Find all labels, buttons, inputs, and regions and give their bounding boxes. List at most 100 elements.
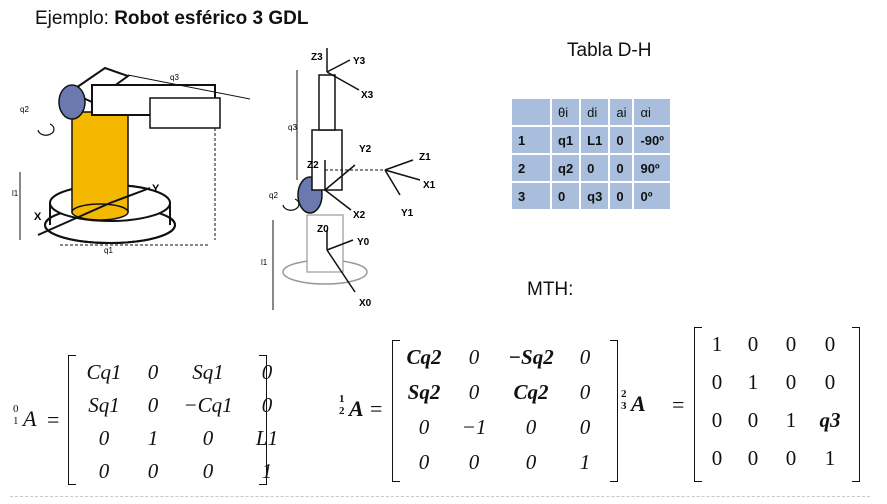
matrix-cell: 0	[418, 450, 430, 474]
matrix-cell: 0	[785, 446, 797, 470]
l1-dim-label: l1	[261, 258, 268, 267]
matrix-cell: 0	[468, 450, 480, 474]
y2-label: Y2	[359, 144, 372, 155]
z3-label: Z3	[311, 52, 323, 63]
matrix-sub: 2	[339, 405, 345, 417]
matrix-label: 2 3 A	[621, 388, 646, 417]
matrix-cell: 0	[711, 446, 723, 470]
matrix-cell: Cq1	[86, 360, 122, 384]
matrix-cell: 0	[747, 332, 759, 356]
x2-label: X2	[353, 210, 366, 221]
matrix-symbol: A	[23, 406, 37, 431]
matrix-sub: 3	[621, 400, 627, 412]
matrix-cell: 0	[785, 332, 797, 356]
matrix-symbol: A	[631, 391, 646, 416]
matrix-label: 0 1 A	[13, 403, 37, 432]
matrix-cell: 1	[711, 332, 723, 356]
matrix-cell: 1	[824, 446, 836, 470]
matrix-cell: q3	[819, 408, 841, 432]
table-cell: 3	[512, 183, 550, 209]
page-title: Ejemplo: Robot esférico 3 GDL	[35, 8, 308, 30]
table-cell: 0	[610, 127, 633, 153]
matrix-cell: Sq1	[88, 393, 120, 417]
matrix-cell: 1	[261, 459, 273, 483]
x3-label: X3	[361, 90, 374, 101]
matrix-symbol: A	[349, 396, 364, 421]
matrix-cell: 1	[747, 370, 759, 394]
y-axis-label: Y	[152, 183, 160, 195]
dh-table: θi di ai αi 1 q1 L1 0 -90º 2 q2 0 0 90º …	[510, 97, 672, 211]
matrix-cell: 1	[579, 450, 591, 474]
matrix-cell: Sq1	[192, 360, 224, 384]
table-row: 1 q1 L1 0 -90º	[512, 127, 671, 153]
z2-label: Z2	[307, 160, 319, 171]
matrix-cell: 0	[711, 370, 723, 394]
divider	[10, 496, 870, 497]
matrix-cell: 0	[468, 380, 480, 404]
header-cell: θi	[552, 99, 580, 125]
matrix-cell: −Cq1	[183, 393, 233, 417]
matrix-cell: 0	[418, 415, 430, 439]
matrix-cell: 0	[261, 393, 273, 417]
spherical-robot-illustration: Y X l1 q3 q1 q2	[12, 66, 250, 255]
table-cell: 90º	[634, 155, 671, 181]
matrix-cell: 0	[147, 360, 159, 384]
matrix-cell: 0	[525, 450, 537, 474]
matrix-cell: −Sq2	[508, 345, 554, 369]
table-cell: q3	[581, 183, 609, 209]
y3-label: Y3	[353, 56, 366, 67]
table-cell: q1	[552, 127, 580, 153]
matrix-cell: Cq2	[406, 345, 442, 369]
matrix-cell: 0	[579, 415, 591, 439]
x-axis-label: X	[34, 211, 42, 223]
matrix-cell: 0	[711, 408, 723, 432]
matrix-cell: 0	[202, 459, 214, 483]
matrix-cell: 1	[147, 426, 159, 450]
q1-label: q1	[104, 246, 113, 255]
header-cell: di	[581, 99, 609, 125]
table-cell: 1	[512, 127, 550, 153]
matrix-cell: 0	[747, 408, 759, 432]
matrix-cell: 1	[785, 408, 797, 432]
matrix-cell: Sq2	[407, 380, 441, 404]
header-cell: αi	[634, 99, 671, 125]
mth-label: MTH:	[527, 279, 574, 300]
matrix-cell: 0	[98, 426, 110, 450]
q2-dim-label: q2	[269, 191, 278, 200]
table-cell: L1	[581, 127, 609, 153]
robot-frames-diagram: Z3 Y3 X3 Z2 Y2 X2 Z1 X1 Y1 Z0 Y0 X0 q3 l…	[261, 48, 436, 310]
matrix-cell: 0	[824, 332, 836, 356]
x1-label: X1	[423, 180, 436, 191]
matrix-cell: 0	[579, 345, 591, 369]
title-prefix: Ejemplo:	[35, 8, 109, 29]
matrix-cell: 0	[147, 393, 159, 417]
matrix-cell: 0	[98, 459, 110, 483]
header-cell: ai	[610, 99, 633, 125]
matrix-cell: 0	[785, 370, 797, 394]
matrix-sub: 1	[13, 415, 19, 427]
table-header-row: θi di ai αi	[512, 99, 671, 125]
matrix-sup: 2	[621, 388, 627, 400]
matrix-cell: 0	[261, 360, 273, 384]
z1-label: Z1	[419, 152, 431, 163]
matrix-cell: 0	[525, 415, 537, 439]
title-main: Robot esférico 3 GDL	[114, 8, 309, 29]
table-cell: 0	[552, 183, 580, 209]
table-title: Tabla D-H	[567, 40, 652, 61]
header-cell	[512, 99, 550, 125]
q3-dim-label: q3	[288, 123, 297, 132]
matrix-cell: 0	[747, 446, 759, 470]
y1-label: Y1	[401, 208, 414, 219]
l1-label: l1	[12, 189, 19, 198]
q2-label: q2	[20, 105, 29, 114]
matrix-cell: −1	[461, 415, 487, 439]
table-row: 2 q2 0 0 90º	[512, 155, 671, 181]
table-cell: 0º	[634, 183, 671, 209]
y0-label: Y0	[357, 237, 370, 248]
q3-label: q3	[170, 73, 179, 82]
table-cell: 0	[610, 183, 633, 209]
matrix-cell: Cq2	[513, 380, 549, 404]
table-cell: q2	[552, 155, 580, 181]
matrix-sup: 1	[339, 393, 345, 405]
matrix-cell: 0	[824, 370, 836, 394]
